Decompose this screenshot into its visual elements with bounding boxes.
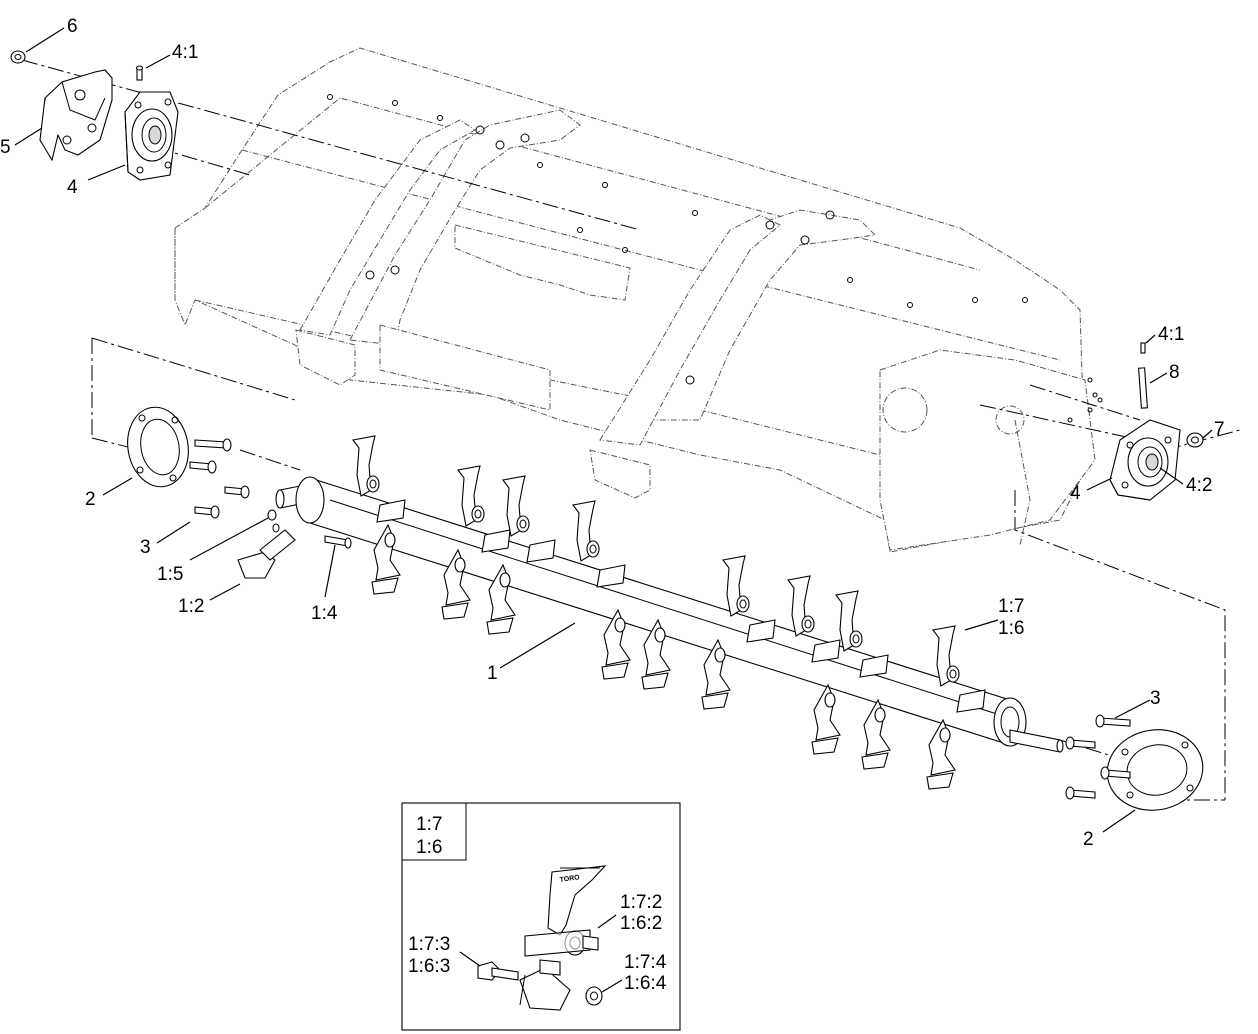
end-flail-1-2	[237, 523, 296, 579]
leader-lines	[14, 27, 1213, 833]
callout-5: 5	[0, 137, 11, 158]
flail-knife	[861, 698, 891, 770]
detail-callout-1-7-4: 1:7:4	[624, 952, 667, 973]
callout-1: 1	[487, 663, 498, 684]
detail-callout-1-6-3: 1:6:3	[408, 956, 450, 977]
callout-7: 7	[1214, 419, 1225, 440]
callout-2-right: 2	[1083, 829, 1094, 850]
detail-header-1-7: 1:7	[416, 814, 442, 835]
callout-4-1-top: 4:1	[172, 42, 198, 63]
nut-6	[10, 50, 26, 64]
mount-plate-2-right	[1106, 729, 1204, 811]
mount-plate-2-left	[127, 406, 189, 488]
callout-2-left: 2	[85, 489, 96, 510]
washer-1-5	[267, 509, 277, 521]
flail-knife	[932, 625, 986, 713]
flail-knife	[641, 618, 671, 690]
detail-header-1-6: 1:6	[416, 837, 442, 858]
flail-knife	[701, 638, 731, 710]
callout-1-5: 1:5	[157, 564, 183, 585]
callout-6: 6	[67, 16, 78, 37]
flail-knife	[811, 683, 841, 755]
flail-knife	[502, 475, 556, 563]
flail-knife	[352, 435, 406, 523]
detail-flail-brand: TORO	[559, 874, 580, 884]
detail-callout-1-7-3: 1:7:3	[408, 934, 450, 955]
grease-fitting-4-1-right	[1140, 342, 1146, 354]
flail-knife	[441, 548, 471, 620]
callout-1-2: 1:2	[178, 596, 204, 617]
detail-inset-flail: 1:7 1:6 TORO 1:7:2 1:6:2 1:7:3 1:6:3 1:7…	[401, 802, 681, 1031]
rotor-housing-ghost	[174, 47, 1103, 553]
flail-knife	[722, 555, 776, 643]
nut-7	[1186, 432, 1204, 448]
flail-knife	[371, 523, 401, 595]
flail-knife	[787, 575, 841, 663]
callout-4-2: 4:2	[1186, 475, 1212, 496]
callout-1-4: 1:4	[311, 603, 338, 624]
pin-1-4	[324, 535, 352, 549]
flange-bearing-4-right	[1109, 419, 1181, 501]
flail-knife	[486, 563, 516, 635]
callout-4-right: 4	[1070, 483, 1081, 504]
flange-bearing-4-left	[124, 91, 179, 181]
flail-knives	[352, 435, 986, 790]
callout-4-top: 4	[67, 177, 78, 198]
callout-8: 8	[1169, 362, 1180, 383]
detail-callout-1-6-4: 1:6:4	[624, 973, 667, 994]
flail-knife	[457, 465, 511, 553]
callout-1-7: 1:7	[998, 596, 1024, 617]
bolts-3-right	[1065, 714, 1131, 800]
flail-knife	[601, 608, 631, 680]
flail-knife	[926, 718, 956, 790]
tube-8	[1138, 367, 1148, 409]
detail-callout-1-6-2: 1:6:2	[620, 913, 662, 934]
guard-bracket-5	[39, 69, 113, 162]
callout-labels: 6 4:1 5 4 4:1 8 7 4 4:2 2 3 1:5 1:2 1:4 …	[0, 16, 1225, 850]
flail-knife	[835, 590, 889, 678]
callout-1-6: 1:6	[998, 618, 1024, 639]
flail-knife	[572, 500, 626, 588]
bolts-3-left	[189, 438, 250, 519]
callout-3-right: 3	[1150, 688, 1161, 709]
detail-callout-1-7-2: 1:7:2	[620, 892, 662, 913]
callout-4-1-right: 4:1	[1158, 324, 1184, 345]
callout-3-left: 3	[140, 537, 151, 558]
grease-fitting-4-1-left	[135, 65, 144, 81]
